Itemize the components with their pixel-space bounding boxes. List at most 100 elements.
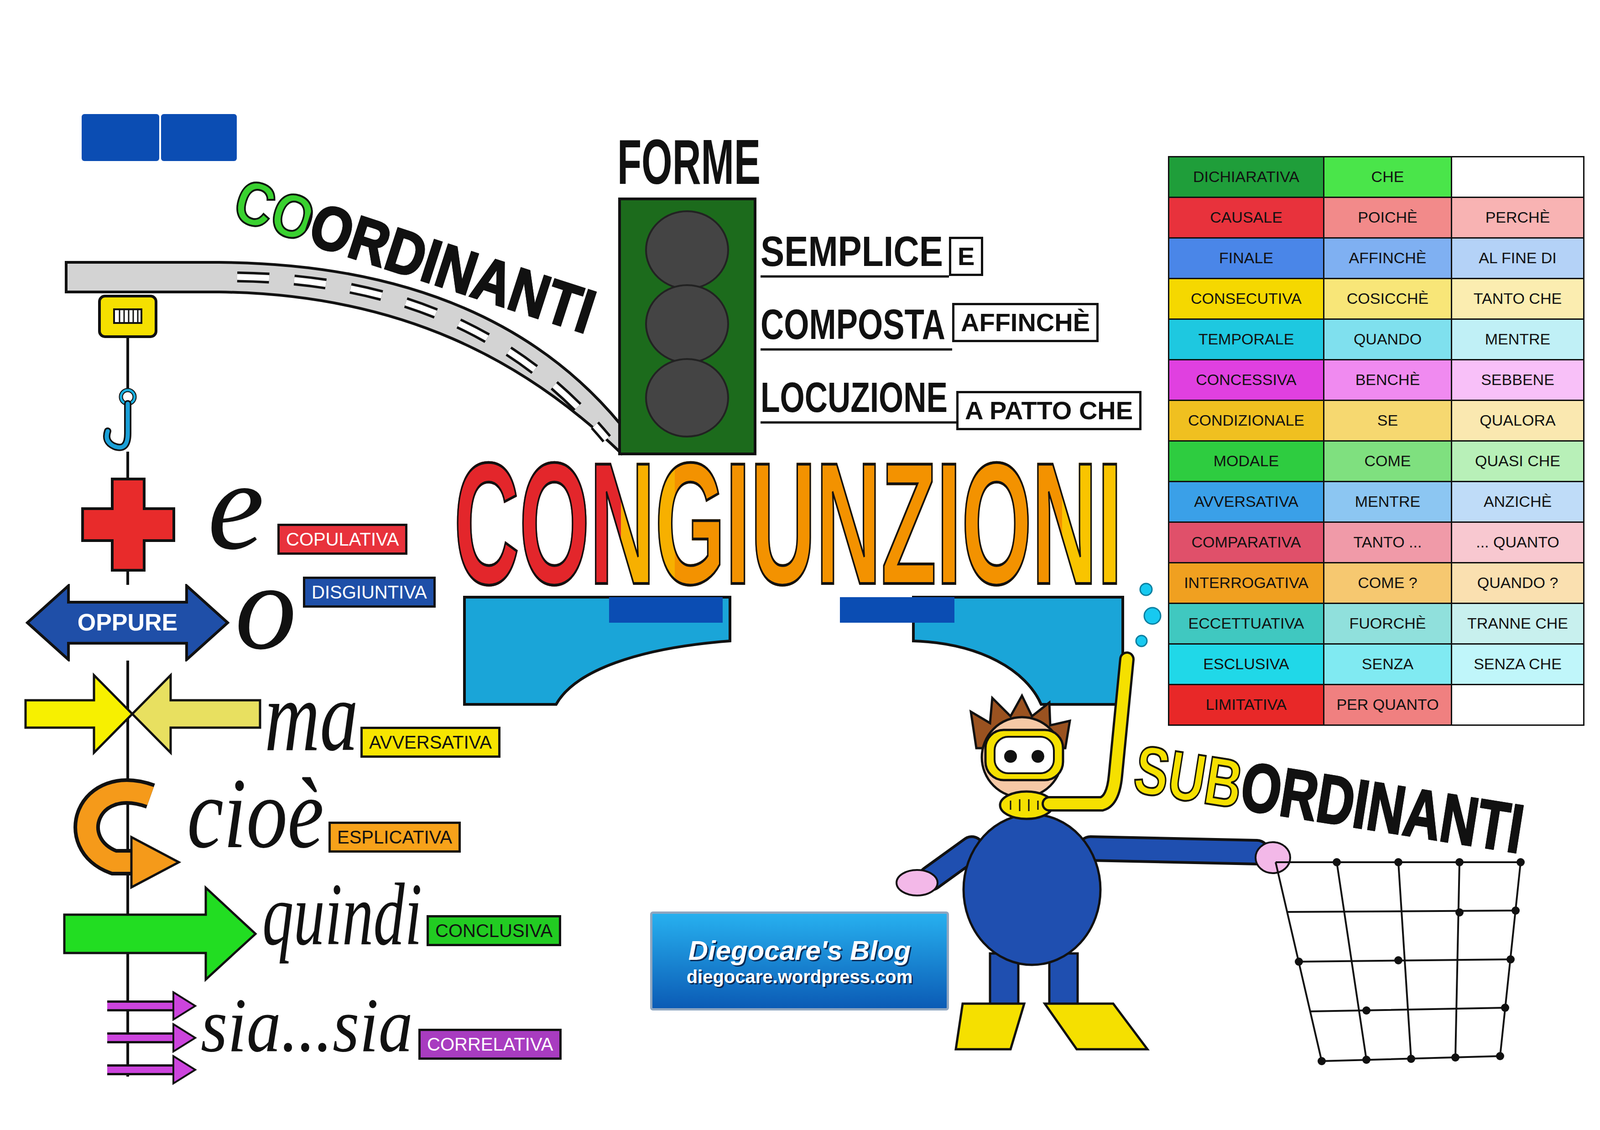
table-cell: TANTO CHE (1450, 277, 1585, 320)
form-name-text: COMPOSTA (760, 303, 946, 346)
table-cell-text: MODALE (1213, 452, 1280, 470)
conjunction-word-text: cioè (187, 773, 324, 854)
table-cell: AVVERSATIVA (1167, 480, 1325, 523)
table-cell: ESCLUSIVA (1167, 643, 1325, 686)
conjunction-word: e (207, 454, 265, 557)
table-cell-text: AVVERSATIVA (1193, 493, 1299, 511)
corner-blocks (81, 114, 237, 162)
form-underlines (760, 275, 949, 278)
table-cell-text: PER QUANTO (1336, 696, 1439, 714)
table-cell: BENCHÈ (1323, 359, 1453, 402)
table-cell: LIMITATIVA (1167, 683, 1325, 726)
forms-heading-text: FORME (617, 130, 761, 194)
node-label: ESPLICATIVA (337, 826, 453, 848)
table-cell-text: ECCETTUATIVA (1188, 614, 1305, 632)
bubbles (1140, 583, 1152, 596)
diver (994, 736, 1054, 774)
converging-arrows (132, 675, 261, 753)
table-cell: SE (1323, 399, 1453, 442)
table-cell-text: TEMPORALE (1198, 330, 1295, 348)
net (1500, 1003, 1510, 1012)
table-cell: ANZICHÈ (1450, 480, 1585, 523)
table-cell-text: BENCHÈ (1355, 371, 1421, 389)
table-cell: COMPARATIVA (1167, 521, 1325, 564)
net (1511, 906, 1520, 915)
triple-arrow (173, 992, 196, 1020)
table-cell-text: MENTRE (1485, 330, 1551, 348)
diver (955, 1003, 1025, 1050)
table-cell: SEBBENE (1450, 359, 1585, 402)
table-cell: MENTRE (1450, 318, 1585, 361)
node-label: E (957, 241, 975, 272)
table-cell: INTERROGATIVA (1167, 562, 1325, 605)
net (1394, 956, 1403, 965)
diver (1090, 848, 1257, 853)
table-cell: FINALE (1167, 237, 1325, 280)
curved-arrow (131, 837, 179, 888)
table-cell: SENZA (1323, 643, 1453, 686)
node-label: A PATTO CHE (964, 396, 1133, 426)
table-cell-text: ANZICHÈ (1483, 493, 1552, 511)
table-cell-text: SENZA CHE (1473, 655, 1562, 673)
table-cell: CONDIZIONALE (1167, 399, 1325, 442)
conjunction-word: quindi (262, 878, 423, 950)
net (1275, 862, 1521, 1062)
table-cell-text: FINALE (1219, 249, 1274, 267)
form-underlines (760, 421, 957, 424)
forward-arrow (64, 887, 256, 980)
main-title: CONGIUNZIONI (453, 454, 1123, 594)
table-cell-text: INTERROGATIVA (1183, 574, 1309, 592)
form-underlines (760, 276, 957, 423)
table-cell: ... QUANTO (1450, 521, 1585, 564)
table-cell: MODALE (1167, 440, 1325, 483)
table-cell-text: AL FINE DI (1478, 249, 1557, 267)
conjunction-word-text: ma (264, 676, 359, 757)
crane-hook (106, 403, 128, 448)
crane-hook (99, 296, 157, 448)
table-cell-text: DICHIARATIVA (1193, 168, 1300, 186)
net (1275, 858, 1525, 1066)
node-label: DISGIUNTIVA (311, 581, 428, 603)
form-example-box: A PATTO CHE (956, 390, 1142, 431)
corner-blocks (161, 114, 237, 162)
table-cell: CONSECUTIVA (1167, 277, 1325, 320)
table-cell (1450, 156, 1585, 199)
table-cell-text: CAUSALE (1209, 208, 1283, 226)
table-cell: PERCHÈ (1450, 196, 1585, 239)
table-cell-text: COSICCHÈ (1346, 290, 1429, 308)
table-cell: AFFINCHÈ (1323, 237, 1453, 280)
table-cell: MENTRE (1323, 480, 1453, 523)
traffic-light (619, 198, 756, 454)
table-cell: COSICCHÈ (1323, 277, 1453, 320)
crane-hook (119, 310, 138, 323)
bubbles (1144, 607, 1161, 625)
crane-hook (99, 296, 157, 337)
diver (963, 814, 1101, 965)
diver (1044, 1003, 1148, 1050)
diver (1255, 842, 1291, 874)
branch-heading: SUBORDINANTI (1130, 734, 1529, 864)
bridge (839, 597, 955, 623)
traffic-light (646, 285, 729, 363)
category-box: ESPLICATIVA (328, 821, 461, 853)
table-cell-text: COME ? (1357, 574, 1418, 592)
table-cell-text: CHE (1371, 168, 1405, 186)
forward-arrow (64, 887, 256, 980)
corner-blocks (81, 114, 160, 162)
table-cell-text: SENZA (1361, 655, 1414, 673)
blog-title: Diegocare's Blog (688, 934, 912, 967)
table-cell: CONCESSIVA (1167, 359, 1325, 402)
branch-heading-text: SUBORDINANTI (1130, 734, 1529, 864)
form-example-box: AFFINCHÈ (952, 302, 1099, 343)
node-label: CONCLUSIVA (435, 920, 553, 942)
conjunction-word: cioè (187, 773, 324, 854)
diver (1004, 750, 1017, 763)
table-cell-text: COME (1364, 452, 1412, 470)
table-cell-text: ... QUANTO (1475, 533, 1560, 551)
net (1455, 858, 1464, 867)
form-underlines (760, 348, 953, 351)
table-cell: CHE (1323, 156, 1453, 199)
bridge (464, 597, 730, 705)
table-cell-text: QUALORA (1479, 411, 1556, 429)
